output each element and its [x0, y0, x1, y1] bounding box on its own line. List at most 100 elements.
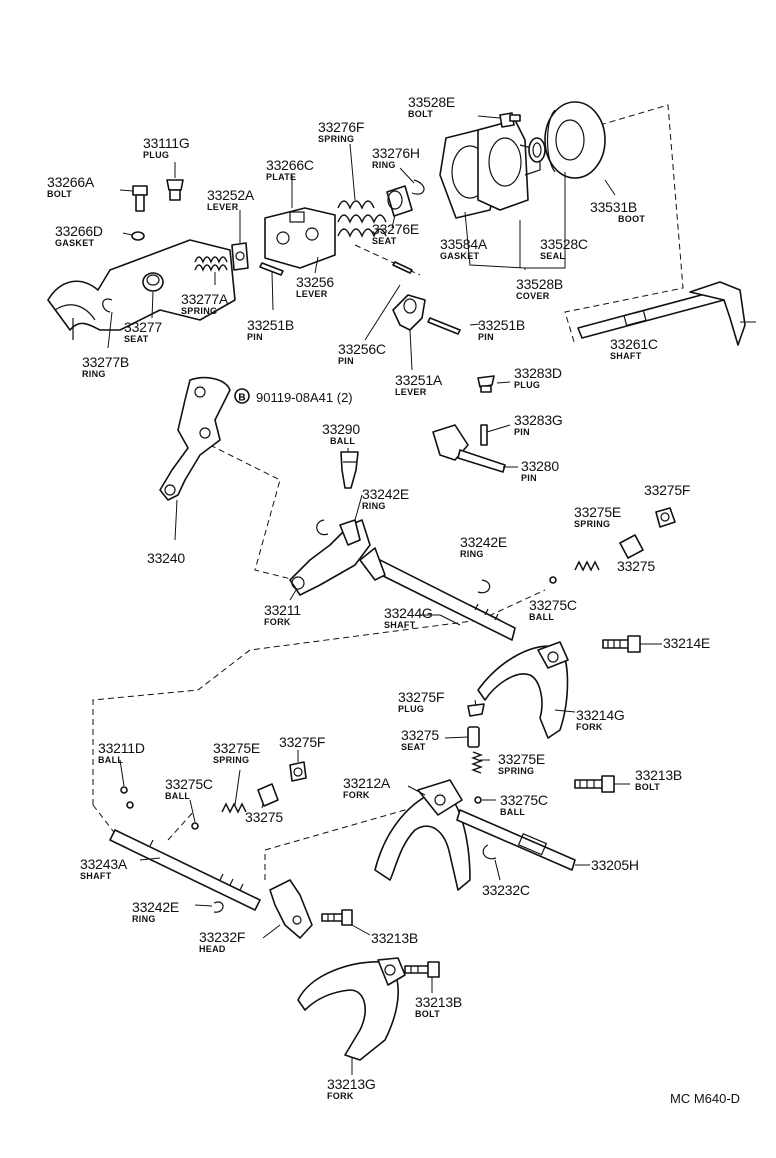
pin-33280-icon: [432, 424, 518, 473]
ball-33211d-icon: [120, 786, 134, 809]
spring-33275e-top-icon: [574, 560, 600, 572]
plug-33275f-mid-icon: [467, 703, 485, 717]
seat-33275-left-icon: [257, 783, 279, 807]
seat-33276e-icon: [386, 185, 413, 217]
callout-seat-33275-left: 33275: [245, 809, 283, 825]
ball-33275c-top-icon: [549, 576, 557, 584]
bolt-33213b-mid-icon: [321, 909, 371, 936]
spring-33275e-left-icon: [221, 802, 247, 814]
plate-33266c-icon: [264, 207, 336, 269]
fork-33213g-icon: [297, 957, 406, 1075]
fork-33212a-icon: [374, 779, 471, 891]
ring-33276h-icon: [411, 179, 425, 195]
ball-33275c-mid-icon: [474, 796, 482, 804]
ring-33242e-top-icon: [316, 519, 329, 536]
fork-33214g-icon: [477, 641, 576, 739]
ring-33232c-icon: [482, 844, 497, 860]
shaft-33244g-icon: [359, 547, 516, 641]
bolt-33528e-icon: [499, 112, 521, 128]
plug-33275f-top-icon: [655, 507, 676, 528]
lever-33251a-icon: [392, 294, 426, 331]
transmission-case-fragment: [47, 239, 236, 340]
leader-lines-top-right: [464, 115, 616, 270]
shaft-33261c-icon: [577, 281, 756, 346]
b-marker-icon: B: [234, 388, 250, 404]
diagram-code: MC M640-D: [670, 1091, 741, 1106]
ball-33290-icon: [340, 451, 359, 489]
pin-33283g-icon: [480, 424, 488, 446]
callout-plug-33275f-top: 33275F: [644, 482, 691, 498]
callout-shaft-33205h: 33205H: [591, 857, 639, 873]
ring-33277b-icon: [102, 298, 113, 313]
seat-33275-top-icon: [619, 534, 644, 559]
spring-33277a-icon: [194, 256, 228, 272]
boot-33531b-icon: [544, 101, 606, 179]
callout-seat-33275-top: 33275: [617, 558, 655, 574]
head-33232f-icon: [269, 879, 313, 939]
ring-33242e-mid-icon: [477, 579, 491, 594]
spring-33276f-icon: [337, 200, 387, 238]
plug-33275f-left-icon: [289, 761, 307, 782]
pin-33251b-right-icon: [427, 317, 461, 335]
ring-33242e-bottom-icon: [213, 901, 224, 913]
shaft-33205h-icon: [456, 809, 590, 871]
fork-33211-icon: [289, 519, 371, 596]
callout-bolt-33214e: 33214E: [663, 635, 711, 651]
lever-33252a-icon: [231, 242, 249, 271]
seal-33528c-icon: [528, 137, 546, 163]
lever-33240-icon: [159, 376, 231, 541]
callout-bolt-33213b-mid: 33213B: [371, 930, 419, 946]
seat-33277-icon: [142, 272, 164, 292]
callout-plug-33275f-left: 33275F: [279, 734, 326, 750]
leader-lines: [107, 143, 511, 939]
gasket-33266d-icon: [131, 231, 145, 241]
callout-bolt-90119-08a41: 90119-08A41 (2): [256, 390, 353, 405]
bolt-33214e-icon: [602, 635, 662, 653]
plug-33283d-icon: [477, 375, 495, 393]
bolt-33213b-bottom-icon: [404, 961, 440, 993]
